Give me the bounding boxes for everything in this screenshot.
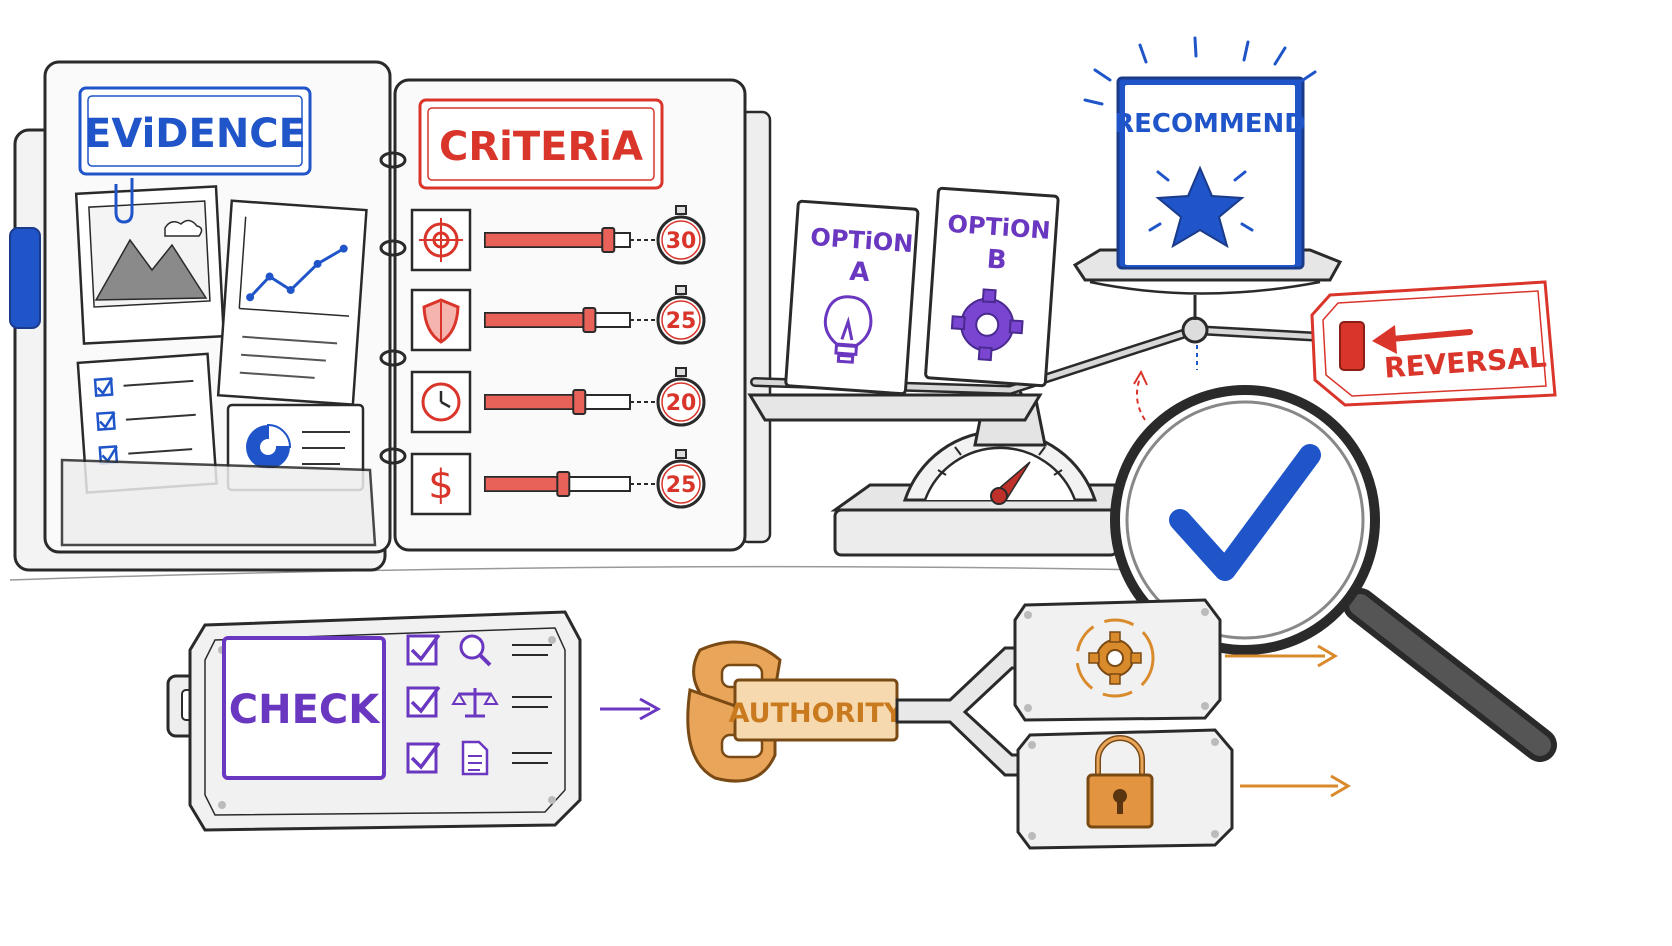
clock-icon	[421, 382, 461, 422]
binder-rings	[379, 151, 407, 465]
check-row	[406, 633, 552, 667]
star-icon	[1155, 165, 1245, 249]
option-a-letter: A	[849, 257, 871, 288]
criteria-row: 30	[410, 205, 706, 272]
checkbox-icon	[406, 633, 441, 666]
document-icon	[461, 740, 489, 776]
binder: EViDENCE	[9, 60, 772, 572]
criteria-rows: 30 25 20 $25	[410, 205, 706, 516]
authority-key: AUTHORITY	[686, 640, 1047, 783]
check-label-box	[222, 636, 386, 780]
burst-lines	[1083, 36, 1317, 106]
criteria-row: $25	[410, 449, 706, 516]
criteria-slider-handle[interactable]	[601, 227, 616, 253]
evidence-chart-paper	[216, 199, 368, 406]
criteria-weight-badge: 25	[656, 449, 706, 509]
output-lock-plate	[1016, 728, 1234, 850]
criteria-slider-fill	[484, 232, 609, 248]
option-a-card: OPTiON A	[784, 199, 920, 396]
recommend-card: RECOMMEND	[1083, 36, 1317, 270]
criteria-weight: 30	[666, 229, 697, 254]
svg-text:$: $	[428, 462, 453, 508]
evidence-checklist	[76, 352, 218, 494]
checkmark-icon	[1169, 444, 1321, 581]
criteria-slider-handle[interactable]	[582, 307, 597, 333]
criteria-row: 20	[410, 367, 706, 434]
criteria-weight-badge: 20	[656, 367, 706, 427]
criteria-weight-badge: 25	[656, 285, 706, 345]
ground-line	[9, 565, 1151, 581]
balance-icon	[451, 688, 499, 718]
criteria-slider-handle[interactable]	[572, 389, 587, 415]
evidence-label: EViDENCE	[84, 111, 306, 157]
checkbox-icon	[406, 685, 441, 718]
criteria-slider-fill	[484, 312, 591, 328]
criteria-row: 25	[410, 285, 706, 352]
criteria-slider-fill	[484, 394, 580, 410]
criteria-weight: 25	[666, 309, 697, 334]
evidence-label-box	[78, 86, 312, 176]
paperclip-icon	[114, 178, 134, 224]
criteria-slider-fill	[484, 476, 565, 492]
decision-scale: OPTiON A OPTiON B	[747, 36, 1557, 557]
left-tray	[747, 393, 1043, 422]
refresh-gear-icon	[1075, 618, 1155, 698]
criteria-label: CRiTERiA	[439, 124, 643, 170]
recommend-label: RECOMMEND	[1114, 109, 1306, 139]
dollar-icon: $	[428, 462, 453, 508]
check-label: CHECK	[229, 687, 382, 733]
criteria-weight-badge: 30	[656, 205, 706, 265]
criteria-weight: 20	[666, 391, 697, 416]
binder-pocket	[60, 458, 377, 547]
binder-tab	[9, 227, 41, 329]
checkbox-icon	[406, 741, 441, 774]
target-icon	[419, 218, 463, 262]
check-panel: CHECK	[166, 610, 582, 832]
evidence-photo	[74, 178, 226, 345]
shield-icon	[422, 298, 460, 344]
cloud-icon	[164, 219, 203, 237]
scale-base	[833, 508, 1119, 557]
check-row	[406, 685, 552, 718]
magnifier-icon	[459, 634, 492, 667]
check-rows	[406, 633, 552, 776]
output-gear-plate	[1013, 598, 1222, 722]
lightbulb-icon	[823, 295, 873, 364]
option-b-letter: B	[986, 245, 1008, 276]
padlock-icon	[1086, 735, 1154, 829]
mountain-icon	[94, 238, 208, 301]
criteria-label-box	[418, 98, 664, 190]
magnifier	[1110, 385, 1557, 762]
criteria-icon-box	[410, 452, 472, 516]
criteria-weight: 25	[666, 473, 697, 498]
gear-icon	[950, 288, 1024, 362]
authority-label: AUTHORITY	[729, 698, 904, 729]
option-b-card: OPTiON B	[924, 186, 1060, 388]
criteria-slider-handle[interactable]	[556, 471, 571, 497]
reversal-tag: REVERSAL	[1310, 280, 1557, 407]
check-row	[406, 740, 552, 776]
